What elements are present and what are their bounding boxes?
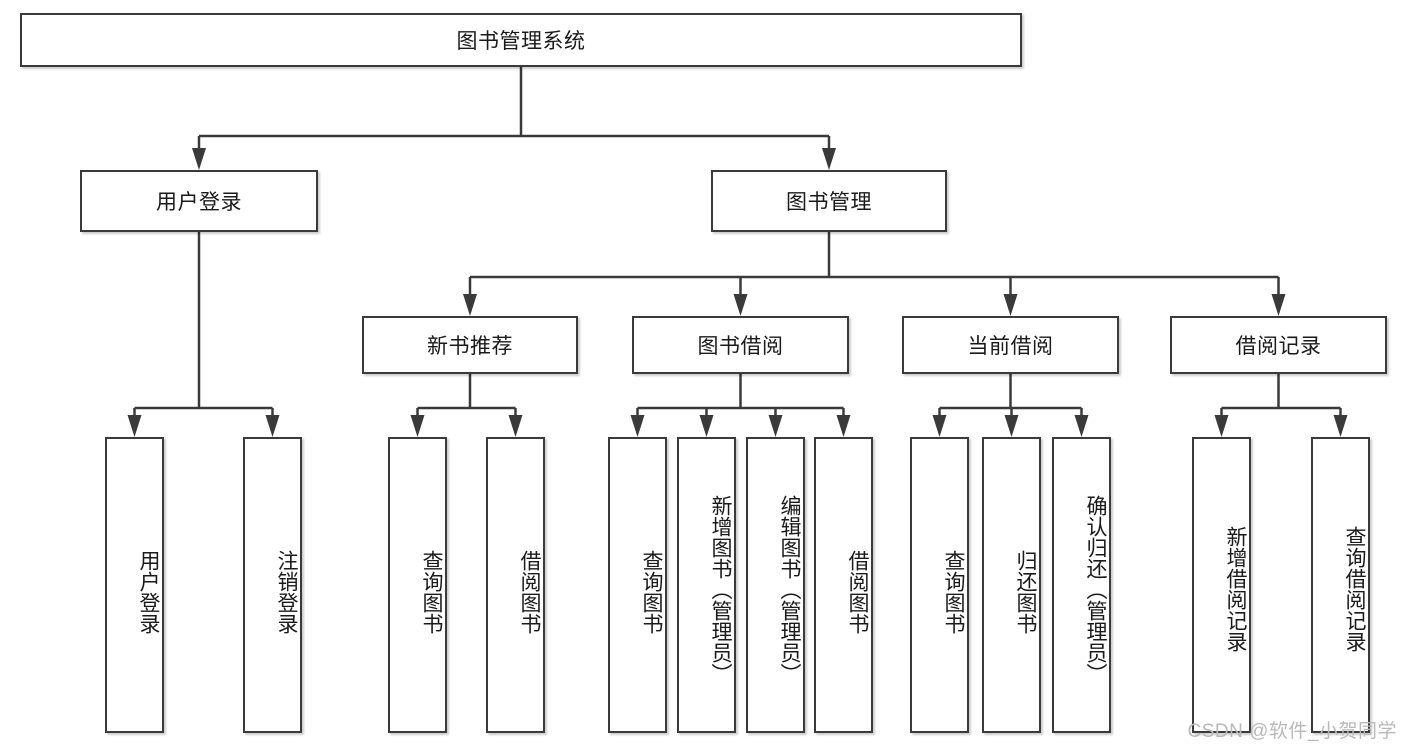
connector-arrowhead [630, 415, 645, 437]
node-label: 新增图书（管理员） [709, 494, 732, 684]
connector-arrowhead [1004, 415, 1019, 437]
node-label: 当前借阅 [967, 335, 1054, 358]
node-label: 查询图书 [640, 550, 663, 634]
node-leaf-cb-confirm[interactable]: 确认归还（管理员） [1052, 437, 1111, 733]
connector-arrowhead [1271, 294, 1286, 316]
node-label: 查询图书 [942, 550, 965, 634]
connector-arrowhead [932, 415, 947, 437]
node-label: 借阅图书 [846, 550, 869, 634]
node-book-borrow[interactable]: 图书借阅 [632, 316, 849, 374]
node-label: 图书管理 [786, 191, 872, 214]
connector-arrowhead [265, 415, 280, 437]
node-label: 用户登录 [137, 550, 160, 634]
connector-arrowhead [699, 415, 714, 437]
connector-arrowhead [192, 148, 206, 170]
connector-arrowhead [463, 294, 477, 316]
node-cur-borrow[interactable]: 当前借阅 [902, 316, 1119, 374]
node-leaf-bb-edit[interactable]: 编辑图书（管理员） [746, 437, 805, 733]
node-new-book-rec[interactable]: 新书推荐 [362, 316, 578, 374]
node-label: 用户登录 [156, 191, 242, 214]
node-leaf-bl-add[interactable]: 新增借阅记录 [1192, 437, 1251, 733]
connector-arrowhead [1214, 415, 1229, 437]
connector-arrowhead [508, 415, 523, 437]
node-label: 图书借阅 [697, 335, 784, 358]
node-label: 借阅图书 [518, 550, 541, 634]
connector-arrowhead [768, 415, 783, 437]
node-leaf-bb-query[interactable]: 查询图书 [608, 437, 667, 733]
node-leaf-bb-add[interactable]: 新增图书（管理员） [677, 437, 736, 733]
connector-arrowhead [822, 148, 836, 170]
node-label: 图书管理系统 [456, 30, 586, 53]
connector-arrowhead [127, 415, 142, 437]
node-label: 借阅记录 [1235, 335, 1322, 358]
connector-arrowhead [1333, 415, 1348, 437]
connector-arrowhead [1074, 415, 1089, 437]
node-leaf-bb-borrow[interactable]: 借阅图书 [814, 437, 873, 733]
node-label: 确认归还（管理员） [1084, 494, 1107, 684]
connector-arrowhead [1003, 294, 1018, 316]
node-leaf-user-login[interactable]: 用户登录 [105, 437, 164, 733]
node-borrow-log[interactable]: 借阅记录 [1170, 316, 1387, 374]
node-leaf-user-logout[interactable]: 注销登录 [243, 437, 302, 733]
connector-arrowhead [836, 415, 851, 437]
node-label: 查询借阅记录 [1343, 526, 1366, 652]
watermark-label: CSDN @软件_小贺同学 [1187, 721, 1397, 742]
connector-arrowhead [733, 294, 748, 316]
node-label: 新书推荐 [427, 335, 513, 358]
node-label: 归还图书 [1014, 550, 1037, 634]
node-leaf-bl-query[interactable]: 查询借阅记录 [1311, 437, 1370, 733]
node-leaf-cb-return[interactable]: 归还图书 [982, 437, 1041, 733]
node-book-manage[interactable]: 图书管理 [711, 170, 947, 232]
connector-arrowhead [410, 415, 425, 437]
node-label: 查询图书 [420, 550, 443, 634]
node-label: 新增借阅记录 [1224, 526, 1247, 652]
node-leaf-rec-query[interactable]: 查询图书 [388, 437, 447, 733]
node-leaf-cb-query[interactable]: 查询图书 [910, 437, 969, 733]
node-leaf-rec-borrow[interactable]: 借阅图书 [486, 437, 545, 733]
node-user-login[interactable]: 用户登录 [80, 170, 318, 232]
node-label: 注销登录 [275, 550, 298, 634]
node-label: 编辑图书（管理员） [778, 494, 801, 684]
node-root[interactable]: 图书管理系统 [20, 13, 1022, 67]
